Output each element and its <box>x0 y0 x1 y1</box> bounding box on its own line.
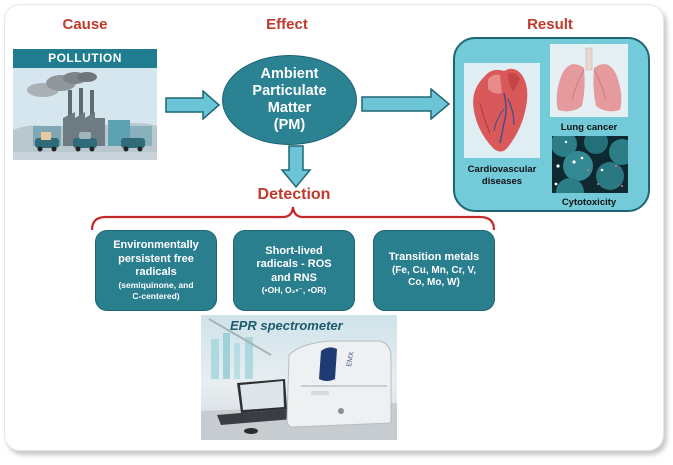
svg-text:EMX: EMX <box>346 351 356 367</box>
epr-spectrometer-label: EPR spectrometer <box>230 318 343 333</box>
epr-spectrometer-photo: EMX <box>201 315 397 440</box>
ambient-pm-node: Ambient Particulate Matter (PM) <box>222 55 357 145</box>
detection-box-transition-metals: Transition metals (Fe, Cu, Mn, Cr, V, Co… <box>373 230 495 311</box>
cause-heading: Cause <box>62 16 108 33</box>
heart-illustration <box>464 63 540 158</box>
lungs-icon <box>556 47 622 112</box>
detection-box-short-lived-radicals: Short-lived radicals - ROS and RNS (•OH,… <box>233 230 355 311</box>
lung-cancer-label: Lung cancer <box>560 122 618 133</box>
detection-heading: Detection <box>257 186 331 203</box>
ambient-pm-label: Ambient Particulate Matter (PM) <box>252 66 327 133</box>
result-heading: Result <box>527 16 573 33</box>
cells-icon <box>552 136 628 193</box>
effect-heading: Effect <box>266 16 308 33</box>
epr-spectrometer-icon: EMX <box>201 318 397 440</box>
pollution-illustration: POLLUTION <box>13 49 157 160</box>
detection-box-persistent-radicals: Environmentally persistent free radicals… <box>95 230 217 311</box>
arrow-right-effect-to-result <box>361 88 451 120</box>
cytotoxicity-label: Cytotoxicity <box>561 197 617 208</box>
heart-icon <box>473 68 528 152</box>
cells-illustration <box>552 136 628 193</box>
factory-pollution-icon <box>13 72 157 160</box>
pollution-banner: POLLUTION <box>13 49 157 68</box>
cardiovascular-label: Cardiovascular diseases <box>467 164 537 187</box>
detection-brace <box>90 206 496 231</box>
arrow-down-effect-to-detection <box>280 145 312 189</box>
lungs-illustration <box>550 44 628 117</box>
arrow-right-cause-to-effect <box>165 90 221 120</box>
